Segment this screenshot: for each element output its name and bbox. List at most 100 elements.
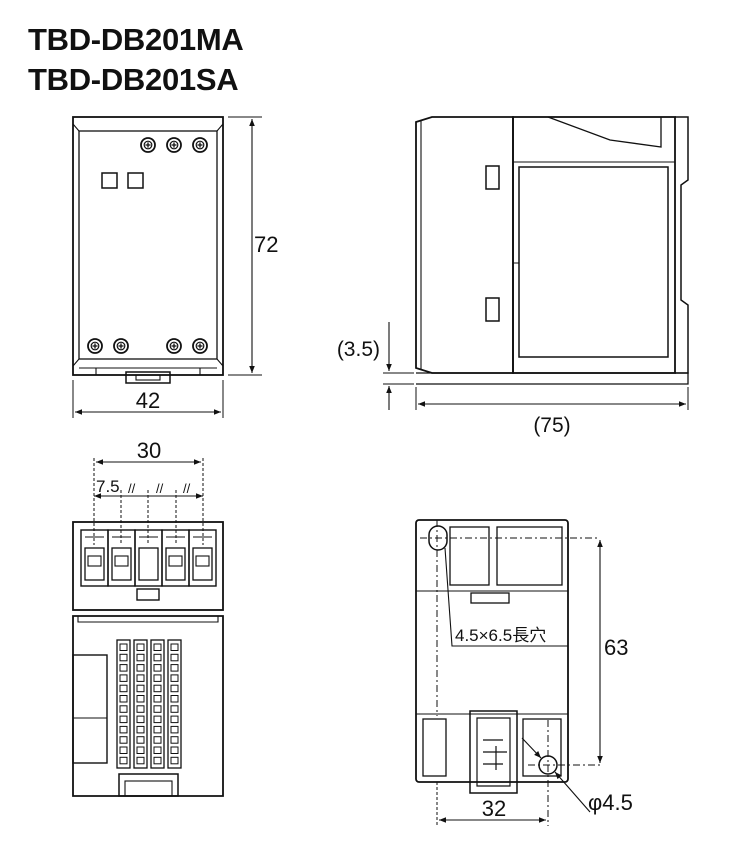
vent-slot: [170, 674, 179, 682]
screw-icon: [166, 338, 182, 354]
terminal-4: [161, 529, 190, 587]
vent-slot: [153, 705, 162, 713]
vent-column: [133, 639, 148, 769]
vent-slot: [153, 715, 162, 724]
screw-icon: [113, 338, 129, 354]
vent-slot: [119, 736, 128, 744]
vent-slot: [136, 684, 145, 693]
bottom-terminal-screws: [87, 338, 208, 354]
vent-slot: [153, 736, 162, 744]
mount-height-label: 63: [604, 635, 628, 660]
vent-slot: [136, 746, 145, 754]
terminal-center-tab: [136, 588, 160, 601]
terminal-2: [107, 529, 136, 587]
terminal-block-housing: [72, 521, 224, 611]
vent-slot: [170, 715, 179, 724]
top-terminal-screws: [140, 137, 208, 153]
side-body: [512, 116, 676, 374]
vent-slot: [119, 643, 128, 651]
vent-slot: [153, 746, 162, 754]
terminal-pitch-label: 7.5: [96, 477, 120, 496]
vent-slot: [153, 664, 162, 672]
screw-icon: [192, 338, 208, 354]
vent-slot: [153, 756, 162, 765]
vent-slot: [136, 756, 145, 765]
terminal-5: [188, 529, 217, 587]
height-dimension-label: 72: [254, 232, 278, 257]
vent-slot: [153, 643, 162, 651]
vent-slot: [170, 643, 179, 651]
vent-slot: [136, 736, 145, 744]
vent-slot: [136, 664, 145, 672]
terminal-row: [80, 529, 217, 587]
vent-slot: [119, 653, 128, 662]
vent-slot: [119, 664, 128, 672]
width-dimension-label: 42: [136, 388, 160, 413]
mount-outline: [415, 519, 569, 783]
din-rail-clip: [125, 371, 171, 384]
vent-slot: [136, 715, 145, 724]
led-indicator-1: [101, 172, 118, 189]
vent-slot: [119, 705, 128, 713]
pitch-mark: //: [156, 481, 164, 496]
vent-slot: [170, 664, 179, 672]
vent-slot: [170, 695, 179, 703]
pitch-mark: //: [128, 481, 136, 496]
vent-slot: [119, 725, 128, 734]
screw-icon: [192, 137, 208, 153]
vent-slot: [136, 725, 145, 734]
vent-slot: [136, 643, 145, 651]
vent-slot: [170, 756, 179, 765]
vent-slot: [153, 674, 162, 682]
terminal-view: 30 7.5 // // //: [72, 438, 224, 797]
vent-slot: [136, 674, 145, 682]
vent-slot: [119, 746, 128, 754]
vent-slot: [170, 725, 179, 734]
front-view: 72 42: [72, 116, 278, 418]
vent-slot: [119, 715, 128, 724]
vent-slot: [170, 736, 179, 744]
vent-slot: [119, 674, 128, 682]
mount-width-label: 32: [482, 796, 506, 821]
offset-dimension-label: (3.5): [337, 338, 380, 361]
front-outer-case: [72, 116, 224, 376]
side-front-cover: [415, 116, 514, 374]
slot-hole-label: 4.5×6.5長穴: [455, 626, 546, 645]
depth-dimension-label: (75): [533, 414, 570, 437]
vent-slot: [136, 695, 145, 703]
vent-slot: [170, 746, 179, 754]
screw-icon: [166, 137, 182, 153]
vent-slot: [153, 695, 162, 703]
vent-slot: [153, 725, 162, 734]
side-view: (3.5) (75): [337, 116, 689, 437]
mounting-view: 4.5×6.5長穴 63 32 φ4.5: [415, 519, 633, 826]
vent-slot: [119, 684, 128, 693]
side-latch-upper: [485, 165, 500, 190]
terminal-3: [134, 529, 163, 587]
mounting-rail: [416, 372, 689, 385]
vent-slot: [170, 705, 179, 713]
vent-slot: [119, 756, 128, 765]
led-indicator-2: [127, 172, 144, 189]
screw-icon: [140, 137, 156, 153]
din-rail-hook: [675, 116, 689, 374]
vent-column: [150, 639, 165, 769]
model-title-sa: TBD-DB201SA: [28, 62, 239, 97]
bottom-side-panel: [72, 654, 108, 764]
vent-slot: [136, 705, 145, 713]
bottom-body: [72, 615, 224, 797]
pitch-mark: //: [183, 481, 191, 496]
vent-slot: [136, 653, 145, 662]
vent-slot: [170, 653, 179, 662]
vent-column: [167, 639, 182, 769]
side-label-area: [518, 166, 669, 358]
vent-slot: [119, 695, 128, 703]
model-title-ma: TBD-DB201MA: [28, 22, 244, 57]
vent-slots: [116, 639, 182, 769]
screw-icon: [87, 338, 103, 354]
vent-column: [116, 639, 131, 769]
mount-din-clip: [469, 710, 518, 794]
terminal-span-label: 30: [137, 438, 161, 463]
front-inner-panel: [78, 130, 218, 360]
